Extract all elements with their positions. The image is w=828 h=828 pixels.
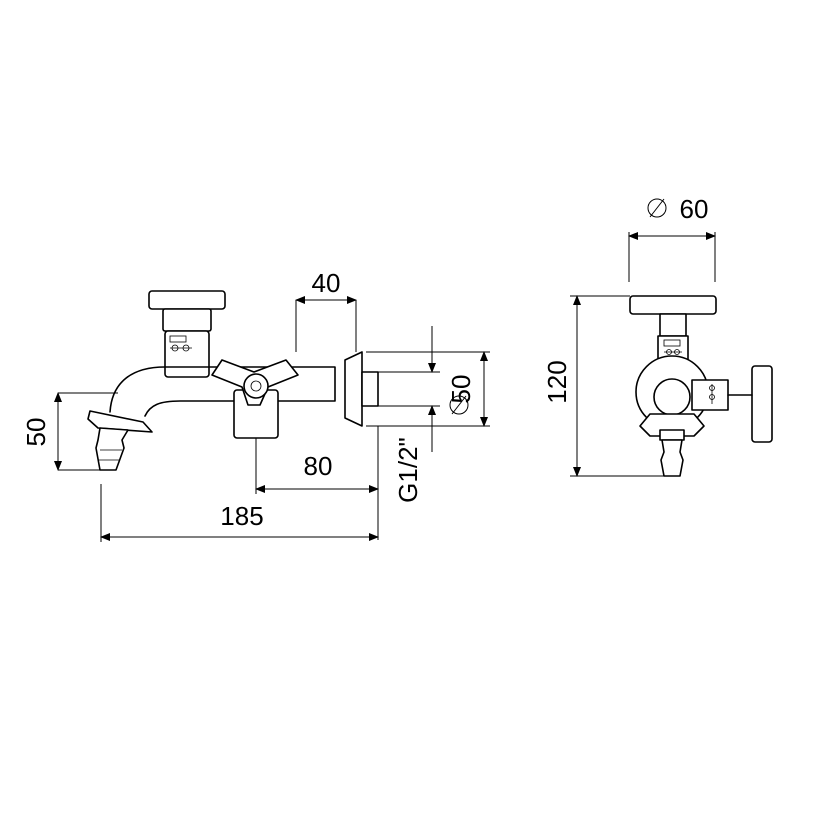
dim-label-185: 185 [220,501,263,531]
dim-label-50-outlet: 50 [21,418,51,447]
front-view: 60 120 [542,194,773,477]
hose-barb [95,427,129,471]
dim-label-80: 80 [304,451,333,481]
spout-pipe [109,366,336,417]
front-valve-hub [653,378,691,416]
valve-body [164,330,210,378]
valve-bonnet [162,308,212,332]
dim-label-50-flange: 50 [446,375,476,404]
diameter-symbol [449,395,469,415]
wall-flange [344,351,363,427]
thread-label: G1/2" [393,437,423,503]
front-side-handwheel [751,365,773,443]
front-top-handwheel [629,295,717,315]
front-bonnet [659,313,687,337]
thread-stub [361,371,379,407]
top-handwheel [148,290,226,310]
dim-label-120: 120 [542,360,572,403]
front-outlet-nut [639,413,705,437]
handle-hub [243,373,269,399]
front-outlet-collar [659,429,685,441]
front-hose-barb [660,439,684,477]
front-side-marking [709,384,715,404]
front-bonnet-marking [663,339,682,355]
side-view: 40 50 50 G1/2" 80 185 [21,268,490,542]
dim-label-60: 60 [680,194,709,224]
bonnet-marking [169,335,192,352]
front-diameter-symbol [647,198,667,218]
dim-label-40: 40 [312,268,341,298]
